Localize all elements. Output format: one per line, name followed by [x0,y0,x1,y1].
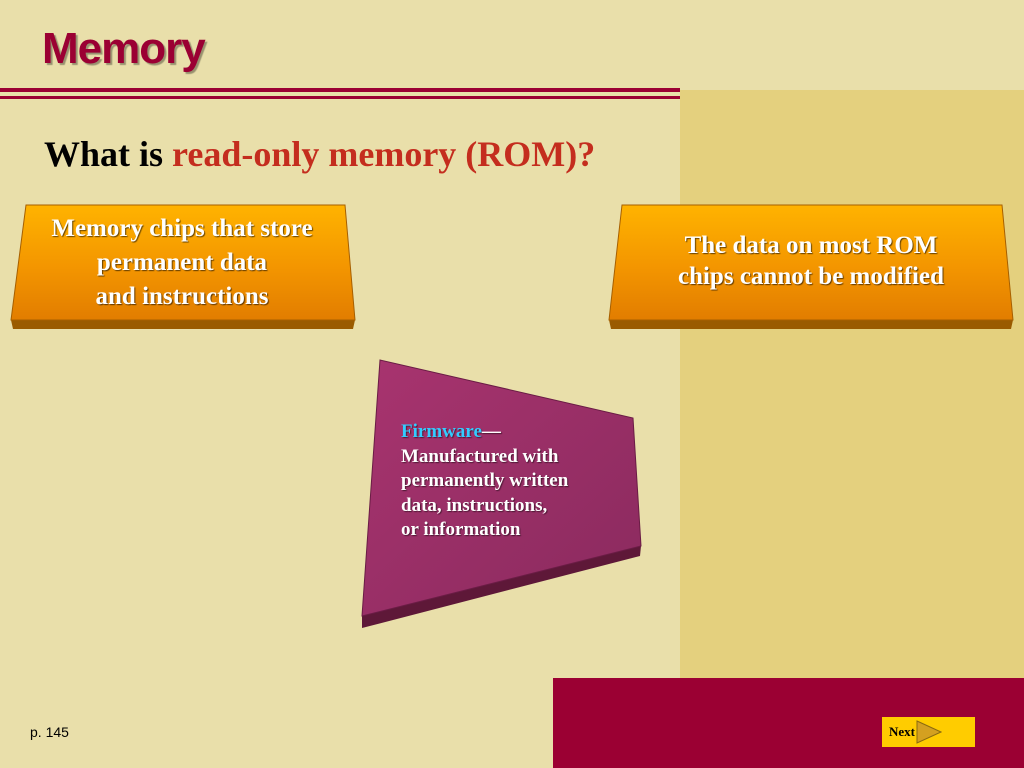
definition-line: permanent data [96,249,268,276]
fact-line: chips cannot be modified [677,263,944,290]
firmware-line: permanently written [401,470,569,491]
arrow-right-icon [916,720,942,744]
definition-line: and instructions [95,283,269,310]
definition-line: Memory chips that store [51,215,313,242]
firmware-line: data, instructions, [401,494,548,516]
firmware-dash: — [481,421,501,442]
firmware-box [361,359,642,628]
next-button[interactable]: Next [882,717,975,747]
definition-box [10,204,356,329]
fact-line: The data on most ROM [684,232,938,259]
right-panel [680,90,1024,678]
firmware-line: or information [401,519,521,540]
firmware-term: Firmware [401,421,482,442]
firmware-text: Firmware— Manufactured with permanently … [401,420,631,543]
fact-text: The data on most ROM chips cannot be mod… [620,230,1002,292]
definition-text: Memory chips that store permanent data a… [24,212,340,314]
slide-title: Memory [42,24,206,73]
fact-box [608,204,1014,329]
title-rule-bottom [0,96,680,99]
page-number: p. 145 [30,724,69,740]
title-rule-top [0,88,680,92]
question-term: read-only memory (ROM)? [172,134,596,174]
question-heading: What is read-only memory (ROM)? [44,133,595,175]
firmware-heading: Firmware— [401,420,631,445]
question-prefix: What is [44,134,173,174]
firmware-line: Manufactured with [401,445,559,467]
next-label: Next [889,724,915,739]
